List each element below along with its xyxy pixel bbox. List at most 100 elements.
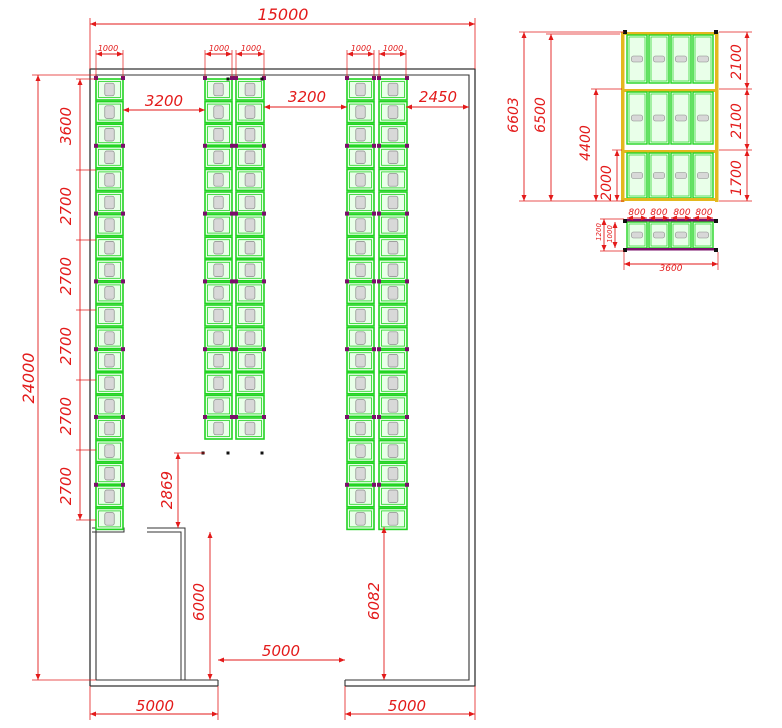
pallet-inner-line [98,239,121,257]
elevation-pallet [648,152,670,199]
dim-line-rack-width-arrow-end [117,51,123,57]
rack-level [624,89,716,145]
pallet-inner-line [381,148,405,166]
pallet-label-box [104,105,115,119]
pallet-inner-line [98,216,121,234]
pallet-inner-line [650,36,668,82]
upright-post [230,279,234,284]
dim-line-depth-a-arrow-start [601,219,607,225]
pallet-label-box [244,286,256,300]
pallet-inner-line [207,216,230,234]
pallet-inner-line [349,329,372,347]
bay-front-beam [624,219,716,222]
upright-post [203,415,207,419]
rack-pallet-position [235,191,265,214]
dim-bay-1: 3600 [57,107,75,145]
dim-line-bottom-level-arrow-start [614,150,620,156]
rack-pallet-position [346,304,375,327]
dim-aisle-1: 3200 [145,92,183,110]
pallet-label-box [675,55,687,63]
upright-post [405,76,409,80]
pallet-inner-line [349,239,372,257]
dim-bay-3: 2700 [57,257,75,295]
dim-pallet-width-2: 800 [650,208,667,218]
rack-pallet-position [378,417,408,440]
elevation-pallet [648,91,670,145]
upright-post [262,211,266,216]
pallet-label-box [244,399,256,413]
upright-post [345,482,349,487]
pallet-label-box [355,82,366,97]
rack-pallet-position [95,349,124,373]
middle-rack-column-b [234,76,266,440]
bay-upright-post [623,248,627,252]
upright-post [94,76,98,80]
dim-line-level-sum-arrow-end [593,195,599,201]
pallet-inner-line [349,261,372,279]
pallet-inner-line [381,103,405,121]
rack-pallet-position [346,146,375,169]
rack-pallet-position [204,146,233,169]
upright-post [94,143,98,148]
rack-pallet-position [204,213,233,237]
rack-pallet-position [204,236,233,259]
upright-post [377,347,381,352]
pallet-inner-line [98,374,121,392]
pallet-label-box [213,354,224,368]
pallet-label-box [387,150,399,164]
rack-pallet-position [346,168,375,192]
pallet-label-box [213,195,224,210]
rack-pallet-position [378,371,408,395]
rack-pallet-position [346,258,375,282]
pallet-inner-line [381,352,405,370]
elevation-pallet [670,152,692,199]
pallet-label-box [355,376,366,390]
bay-detail-frame [623,219,718,252]
upright-post [262,143,266,148]
bay-detail-pallet [648,221,670,249]
rack-pallet-position [95,371,124,395]
rack-pallet-position [346,213,375,237]
dim-pallet-width-1: 800 [628,208,645,218]
rack-pallet-position [95,146,124,169]
upright-post [94,211,98,216]
partition-wall [147,527,186,680]
dim-depth-a: 1200 [595,223,603,241]
rack-end-post [226,451,230,455]
pallet-label-box [244,241,256,255]
pallet-inner-line [349,510,372,528]
pallet-inner-line [381,261,405,279]
dim-bay-2: 2700 [57,187,75,225]
pallet-inner-line [381,216,405,234]
pallet-inner-line [381,487,405,505]
rack-pallet-position [235,168,265,192]
rack-pallet-position [378,168,408,192]
pallet-label-box [387,376,399,390]
bay-detail-pallet [626,221,648,249]
right-rack-column-a [345,76,376,531]
rack-pallet-position [346,78,375,101]
pallet-inner-line [207,329,230,347]
pallet-inner-line [207,352,230,370]
rack-pallet-position [378,439,408,463]
rack-pallet-position [235,371,265,395]
pallet-label-box [213,241,224,255]
upright-post [262,415,266,419]
upright-post [234,143,238,148]
pallet-label-box [104,173,115,187]
rack-pallet-position [378,123,408,146]
pallet-label-box [104,376,115,390]
pallet-inner-line [672,154,690,197]
upright-post [203,347,207,352]
pallet-label-box [244,421,256,436]
dim-depth-b: 1000 [606,225,614,243]
pallet-label-box [355,421,366,436]
pallet-label-box [387,354,399,368]
dim-right-clearance: 2450 [419,88,457,106]
pallet-label-box [355,105,366,119]
rack-elevation-frame [621,30,719,202]
pallet-label-box [213,308,224,323]
pallet-label-box [213,421,224,436]
dim-rack-width-5: 1000 [383,44,403,53]
rack-pallet-position [95,236,124,259]
